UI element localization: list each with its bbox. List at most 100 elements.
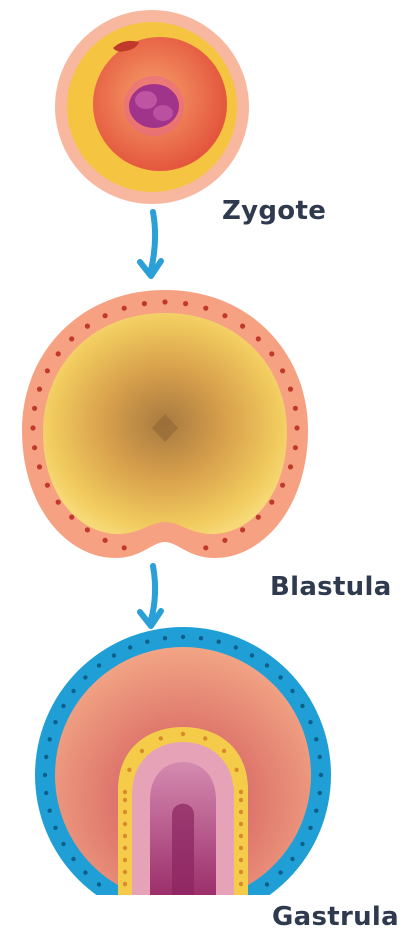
stage-label-blastula: Blastula xyxy=(270,572,392,602)
ectoderm-cell-dot xyxy=(128,645,132,649)
blastula-cell-dot xyxy=(293,406,298,411)
endoderm-cell-dot xyxy=(123,822,127,826)
blastula-cell-dot xyxy=(256,515,261,520)
endoderm-cell-dot xyxy=(123,834,127,838)
ectoderm-cell-dot xyxy=(44,791,48,795)
endoderm-cell-dot xyxy=(123,790,127,794)
ectoderm-cell-dot xyxy=(44,755,48,759)
endoderm-cell-dot xyxy=(239,858,243,862)
endoderm-cell-dot xyxy=(239,882,243,886)
ectoderm-cell-dot xyxy=(250,653,254,657)
endoderm-cell-dot xyxy=(239,870,243,874)
ectoderm-cell-dot xyxy=(61,842,65,846)
blastula-cell-dot xyxy=(122,306,127,311)
blastula-cell-dot xyxy=(85,527,90,532)
endoderm-cell-dot xyxy=(239,790,243,794)
ectoderm-cell-dot xyxy=(234,645,238,649)
blastula-cell-dot xyxy=(85,324,90,329)
endoderm-cell-dot xyxy=(239,810,243,814)
blastula xyxy=(22,290,308,558)
blastula-cell-dot xyxy=(203,306,208,311)
endoderm-cell-dot xyxy=(181,732,185,736)
blastula-cell-dot xyxy=(280,368,285,373)
blastula-cell-dot xyxy=(294,425,299,430)
blastula-cell-dot xyxy=(256,336,261,341)
ectoderm-cell-dot xyxy=(53,826,57,830)
ectoderm-cell-dot xyxy=(278,870,282,874)
zygote xyxy=(55,10,249,204)
blastula-cell-dot xyxy=(222,538,227,543)
stage-label-gastrula: Gastrula xyxy=(272,902,399,932)
blastula-cell-dot xyxy=(37,464,42,469)
ectoderm-cell-dot xyxy=(314,737,318,741)
endoderm-cell-dot xyxy=(239,846,243,850)
down-arrow-icon xyxy=(140,212,161,276)
blastula-cell-dot xyxy=(269,351,274,356)
ectoderm-cell-dot xyxy=(71,689,75,693)
endoderm-cell-dot xyxy=(123,798,127,802)
ectoderm-cell-dot xyxy=(61,704,65,708)
gastrula xyxy=(35,627,331,923)
ectoderm-cell-dot xyxy=(290,857,294,861)
endoderm-cell-dot xyxy=(239,798,243,802)
blastula-cell-dot xyxy=(45,368,50,373)
endoderm-cell-dot xyxy=(222,749,226,753)
endoderm-cell-dot xyxy=(203,736,207,740)
blastula-cell-dot xyxy=(183,301,188,306)
blastula-cell-dot xyxy=(269,500,274,505)
ectoderm-cell-dot xyxy=(308,720,312,724)
ectoderm-cell-dot xyxy=(48,809,52,813)
endoderm-cell-dot xyxy=(123,846,127,850)
blastula-cell-dot xyxy=(103,313,108,318)
blastula-cell-dot xyxy=(293,445,298,450)
endoderm-cell-dot xyxy=(239,834,243,838)
ectoderm-cell-dot xyxy=(278,675,282,679)
endoderm-cell-dot xyxy=(123,882,127,886)
endoderm-cell-dot xyxy=(123,858,127,862)
blastula-cell-dot xyxy=(280,483,285,488)
ectoderm-cell-dot xyxy=(318,755,322,759)
ectoderm-cell-dot xyxy=(112,653,116,657)
ectoderm-cell-dot xyxy=(300,842,304,846)
ectoderm-cell-dot xyxy=(145,640,149,644)
blastula-cell-dot xyxy=(122,545,127,550)
blastula-cell-dot xyxy=(103,538,108,543)
blastula-cell-dot xyxy=(37,387,42,392)
ectoderm-cell-dot xyxy=(163,636,167,640)
blastula-cell-dot xyxy=(69,336,74,341)
ectoderm-cell-dot xyxy=(97,663,101,667)
blastula-cell-dot xyxy=(32,406,37,411)
ectoderm-cell-dot xyxy=(290,689,294,693)
blastopore xyxy=(172,804,194,895)
endoderm-cell-dot xyxy=(123,810,127,814)
blastula-cell-dot xyxy=(288,387,293,392)
ectoderm-cell-dot xyxy=(265,882,269,886)
ectoderm-cell-dot xyxy=(319,773,323,777)
blastula-cell-dot xyxy=(240,324,245,329)
ectoderm-cell-dot xyxy=(71,857,75,861)
blastula-cell-dot xyxy=(56,500,61,505)
stage-label-zygote: Zygote xyxy=(222,196,326,226)
blastula-cell-dot xyxy=(69,515,74,520)
zygote-pronucleus xyxy=(153,105,173,121)
blastula-cell-dot xyxy=(222,313,227,318)
ectoderm-cell-dot xyxy=(48,737,52,741)
zygote-pronucleus xyxy=(135,91,157,109)
blastula-cell-dot xyxy=(45,483,50,488)
endoderm-cell-dot xyxy=(234,768,238,772)
ectoderm-cell-dot xyxy=(308,826,312,830)
ectoderm-cell-dot xyxy=(43,773,47,777)
ectoderm-cell-dot xyxy=(300,704,304,708)
blastula-cell-dot xyxy=(32,445,37,450)
blastula-cell-dot xyxy=(56,351,61,356)
ectoderm-cell-dot xyxy=(217,640,221,644)
blastula-cell-dot xyxy=(30,425,35,430)
endoderm-cell-dot xyxy=(140,749,144,753)
ectoderm-cell-dot xyxy=(181,635,185,639)
blastula-cell-dot xyxy=(288,464,293,469)
blastula-cell-dot xyxy=(162,299,167,304)
blastula-cell-dot xyxy=(203,545,208,550)
ectoderm-cell-dot xyxy=(314,809,318,813)
ectoderm-cell-dot xyxy=(83,870,87,874)
